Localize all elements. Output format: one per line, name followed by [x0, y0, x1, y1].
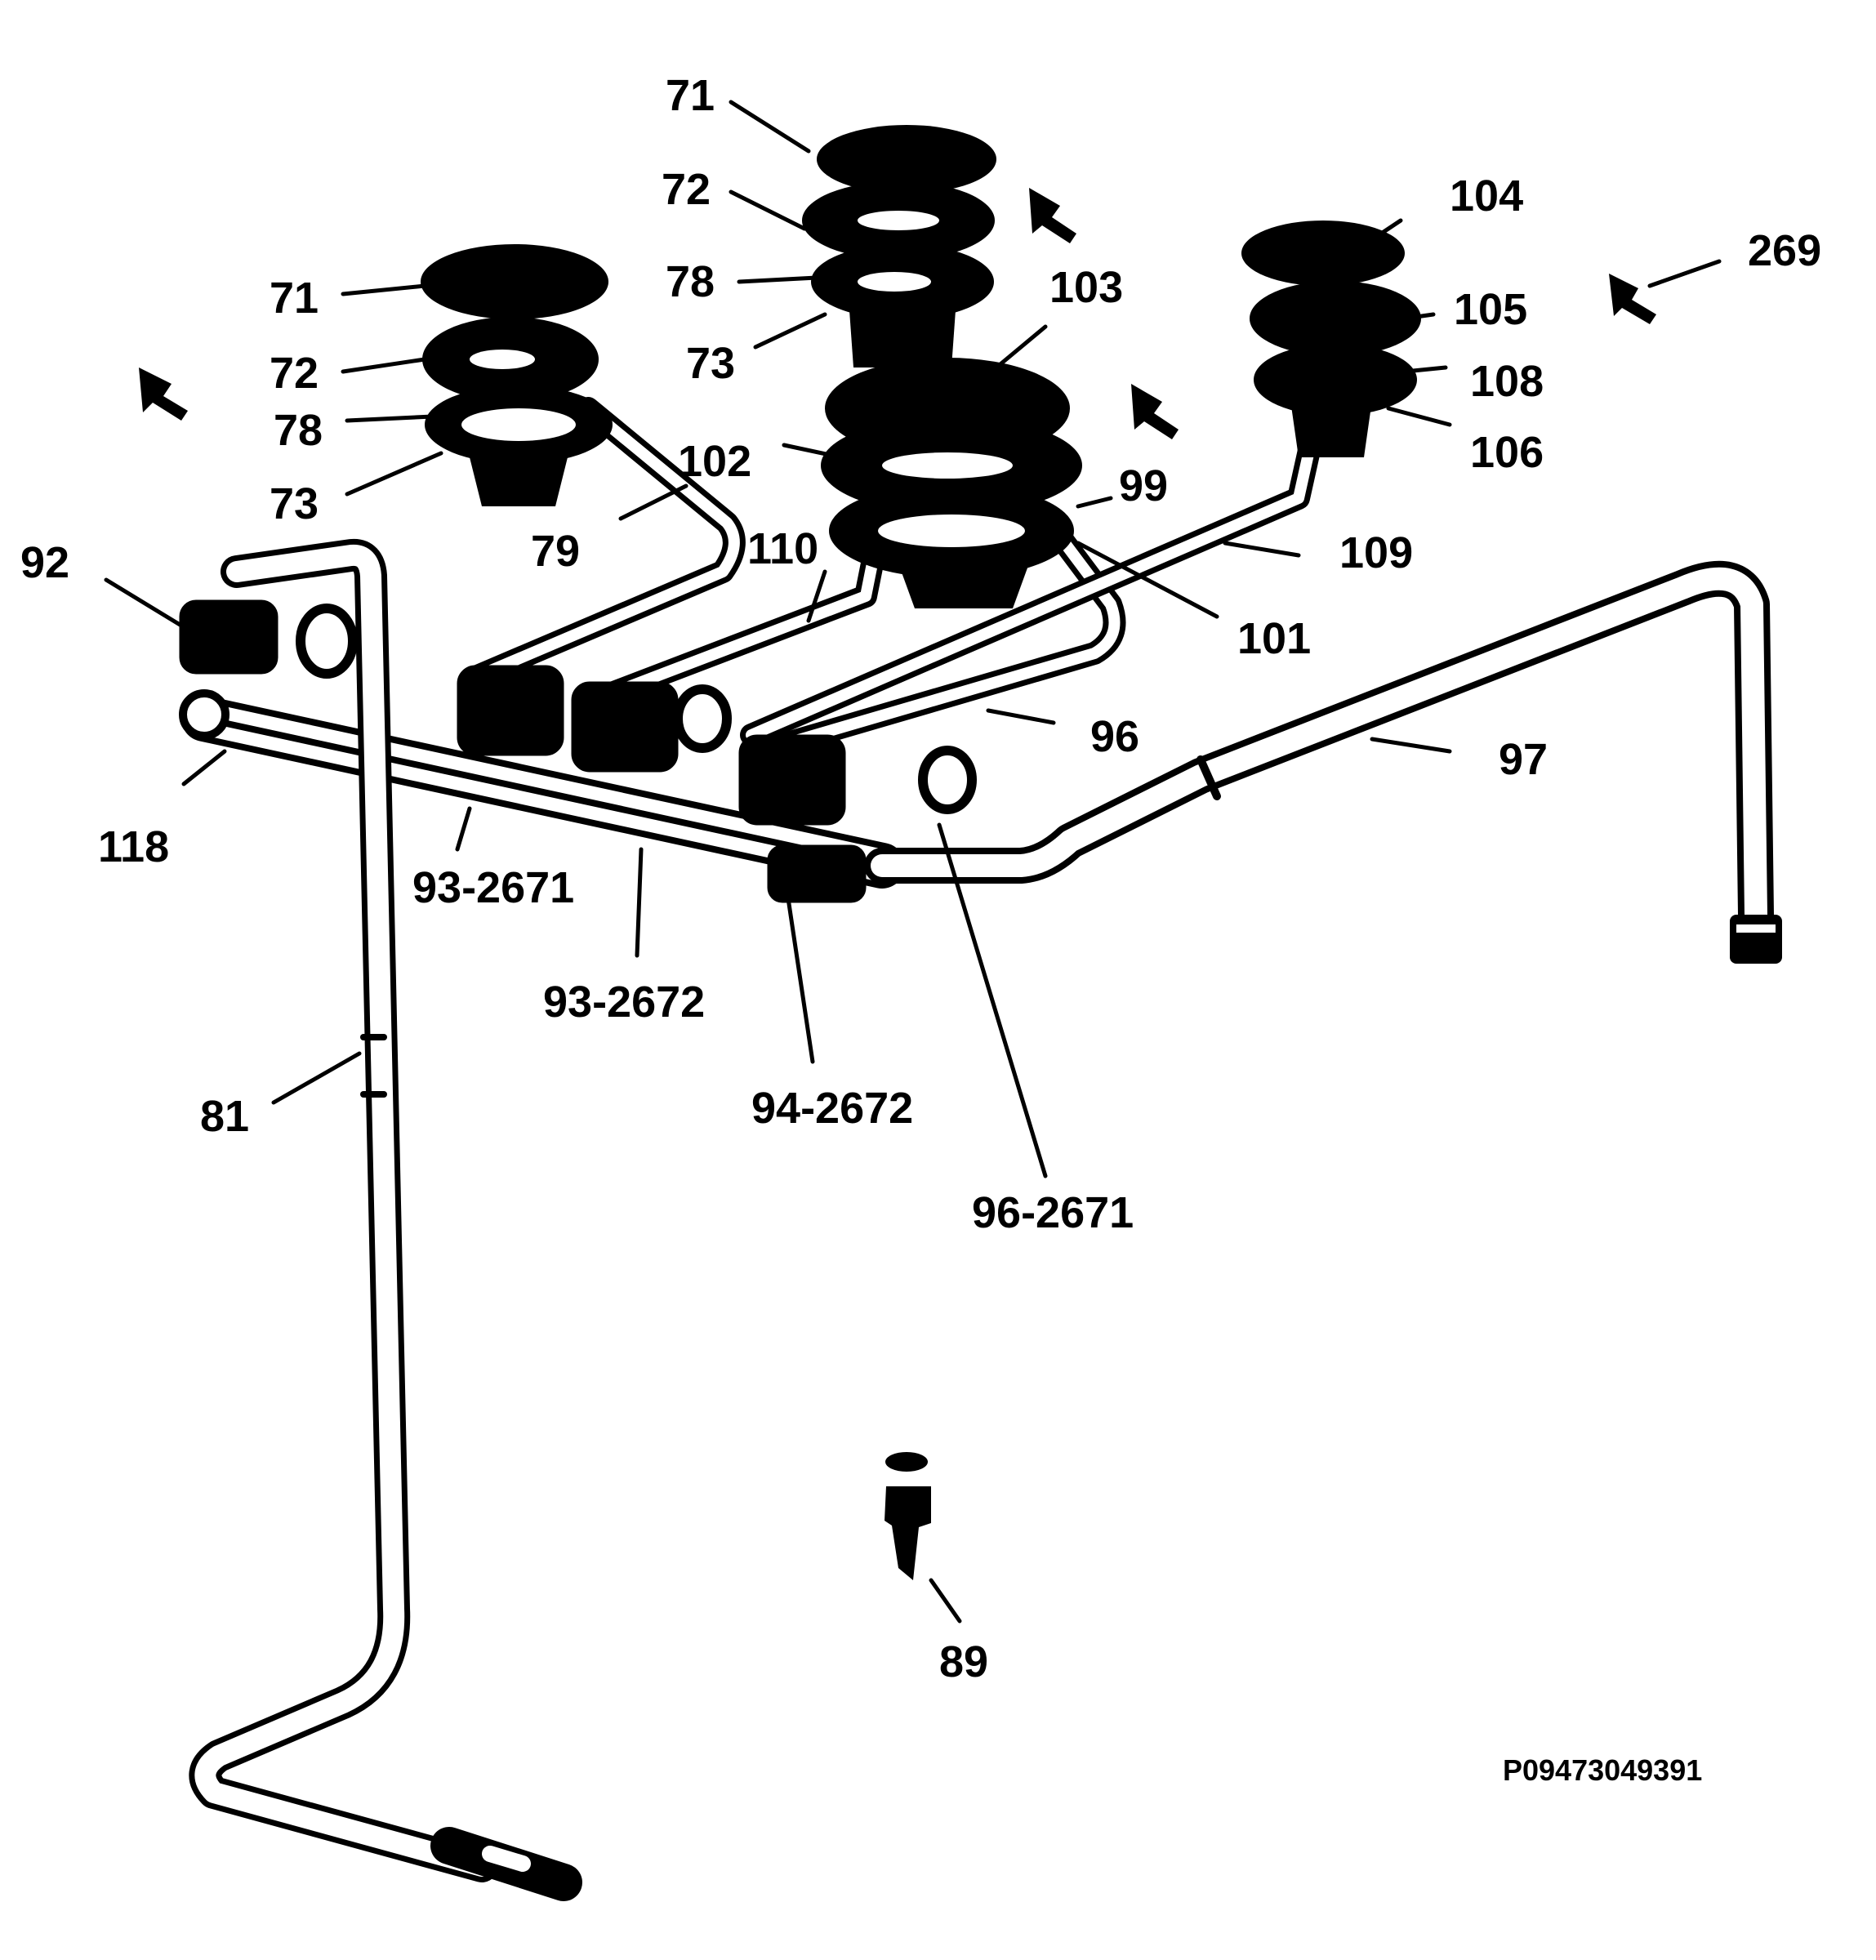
center-burner — [802, 125, 1082, 608]
part-label-105: 105 — [1454, 285, 1528, 334]
part-label-104: 104 — [1450, 172, 1524, 220]
screw-89 — [885, 1452, 931, 1580]
part-label-71-left: 71 — [270, 274, 319, 323]
part-label-94-2672: 94-2672 — [751, 1084, 914, 1133]
part-label-103: 103 — [1049, 263, 1124, 312]
part-label-81: 81 — [200, 1092, 250, 1141]
part-label-72-left: 72 — [270, 349, 319, 398]
part-label-108: 108 — [1470, 357, 1544, 406]
part-label-102: 102 — [678, 437, 752, 486]
part-label-106: 106 — [1470, 428, 1544, 477]
part-label-79: 79 — [531, 527, 581, 576]
part-label-73-left: 73 — [270, 479, 319, 528]
part-label-92: 92 — [20, 538, 70, 587]
left-burner — [421, 244, 613, 506]
part-label-99: 99 — [1119, 461, 1169, 510]
part-label-101: 101 — [1237, 614, 1312, 663]
part-label-96-2671: 96-2671 — [972, 1188, 1134, 1237]
part-label-73-center: 73 — [686, 339, 736, 388]
part-label-78-center: 78 — [666, 257, 715, 306]
gas-pipe-97 — [864, 560, 1782, 964]
part-label-118: 118 — [98, 822, 170, 871]
part-label-89: 89 — [939, 1637, 989, 1686]
part-label-93-2672: 93-2672 — [543, 978, 706, 1027]
part-label-96: 96 — [1090, 712, 1140, 761]
leader-lines — [104, 100, 1722, 1624]
part-label-109: 109 — [1339, 528, 1414, 577]
part-label-110: 110 — [747, 524, 819, 573]
main-manifold-pipe — [181, 696, 905, 889]
screw-icons — [139, 188, 1656, 439]
part-label-97: 97 — [1499, 735, 1548, 784]
part-label-93-2671: 93-2671 — [412, 863, 575, 912]
part-label-71-center: 71 — [666, 71, 715, 120]
part-label-78-left: 78 — [274, 406, 323, 455]
valve-taps — [179, 599, 977, 903]
right-burner — [1241, 220, 1421, 457]
part-label-72-center: 72 — [662, 165, 711, 214]
part-label-269: 269 — [1748, 226, 1822, 275]
supply-pipe-81 — [189, 538, 582, 1901]
document-code: P09473049391 — [1503, 1753, 1703, 1787]
